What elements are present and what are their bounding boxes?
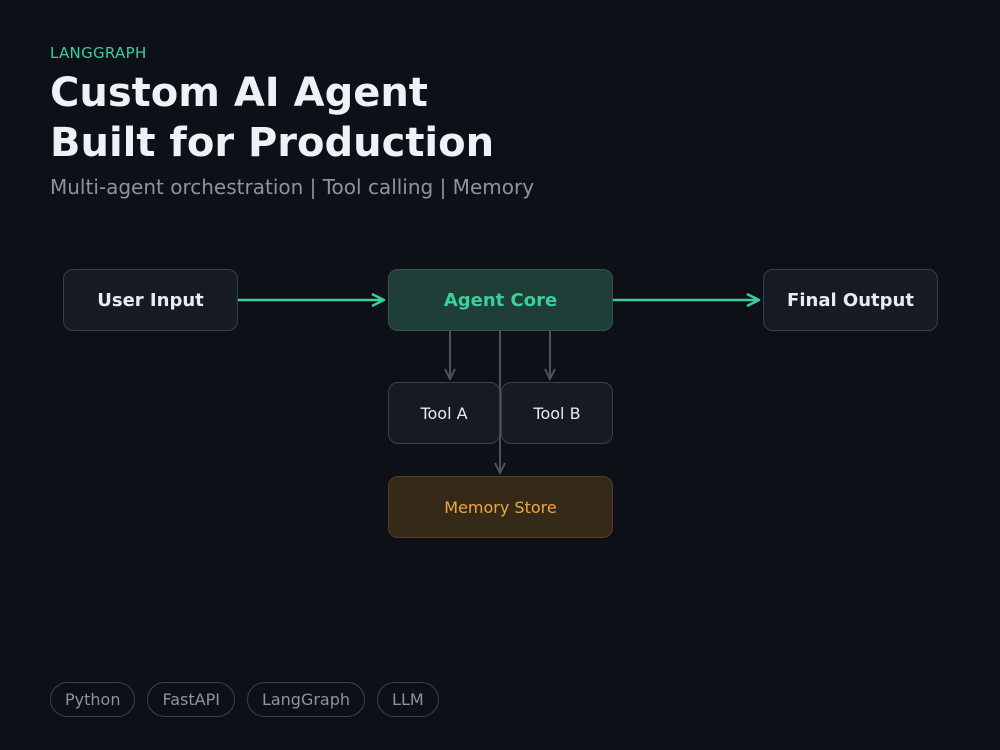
arrowhead-core-to-output bbox=[746, 292, 761, 308]
tag-langgraph: LangGraph bbox=[246, 682, 366, 717]
node-tool-b: Tool B bbox=[501, 382, 613, 444]
node-user-input: User Input bbox=[63, 269, 238, 331]
title-line-1: Custom AI Agent bbox=[50, 70, 428, 116]
node-agent-core: Agent Core bbox=[388, 269, 613, 331]
tag-llm: LLM bbox=[377, 682, 439, 717]
tag-fastapi: FastAPI bbox=[147, 682, 235, 717]
arrowhead-core-to-memory bbox=[494, 462, 506, 476]
eyebrow-label: LANGGRAPH bbox=[50, 44, 147, 62]
node-tool-a: Tool A bbox=[388, 382, 500, 444]
page-title: Custom AI Agent Built for Production bbox=[50, 68, 494, 168]
tag-python: Python bbox=[50, 682, 136, 717]
arrowhead-input-to-core bbox=[371, 292, 386, 308]
tech-tags: Python FastAPI LangGraph LLM bbox=[50, 682, 439, 717]
node-memory-store: Memory Store bbox=[388, 476, 613, 538]
subtitle: Multi-agent orchestration | Tool calling… bbox=[50, 175, 535, 199]
arrowhead-core-to-tool-b bbox=[544, 368, 556, 382]
title-line-2: Built for Production bbox=[50, 120, 495, 166]
node-final-output: Final Output bbox=[763, 269, 938, 331]
arrowhead-core-to-tool-a bbox=[444, 368, 456, 382]
